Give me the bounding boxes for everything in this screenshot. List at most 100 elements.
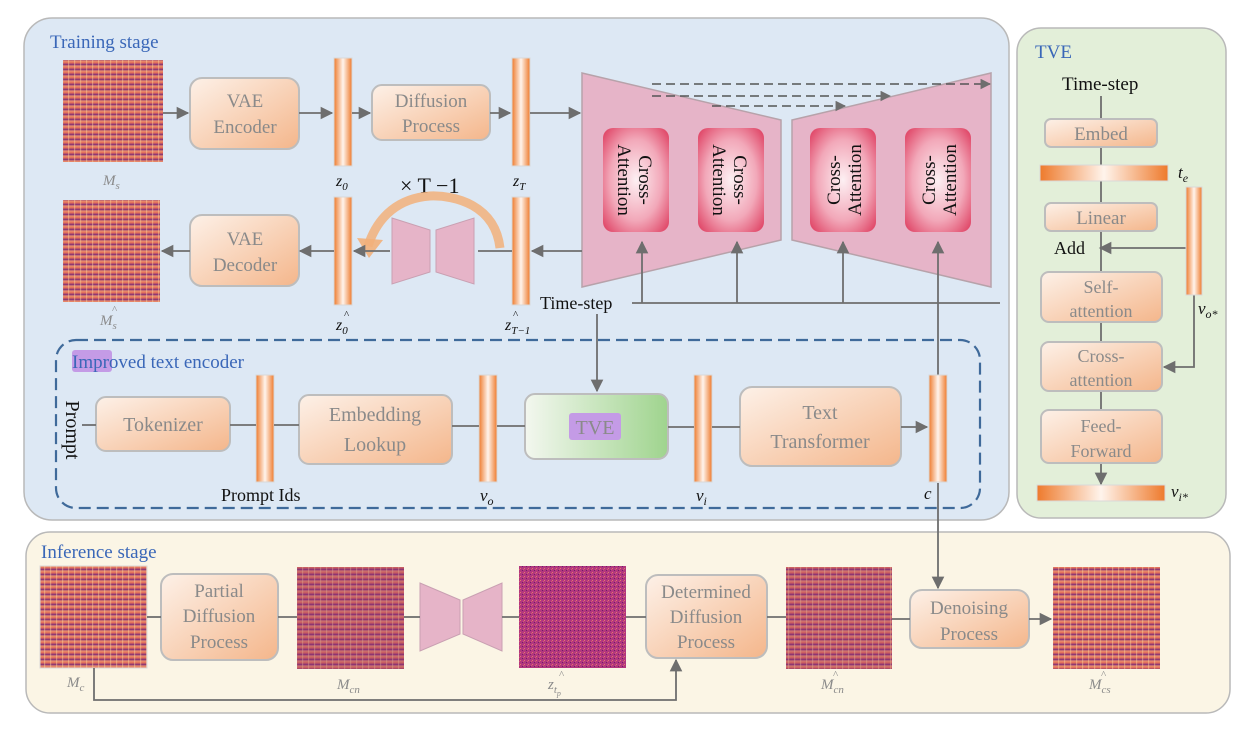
unet-encoder-half [581,72,782,288]
vo-star-label: vo* [1198,299,1218,321]
tve-self-attention-box [1040,271,1163,323]
inference-arrows [93,483,1053,701]
cross-attention-block-4 [905,128,971,232]
tve-feed-forward-line-1: Feed- [1081,416,1122,436]
svg-text:Attention: Attention [613,144,634,216]
tve-cross-attention-box [1040,341,1163,392]
z0-hat-mark: ^ [344,309,350,321]
svg-text:Cross-: Cross- [729,155,750,205]
ms-hat-spectrogram [63,200,160,302]
tve-add-label: Add [1054,238,1085,258]
mcn-hat-noise-overlay [786,567,892,669]
improved-text-encoder-title: Improved text encoder [72,352,245,373]
cross-attention-block-3 [810,128,876,232]
ztp-hat-mark: ^ [559,669,565,681]
cross-attention-label-2: Cross- Attention [708,144,750,216]
timestep-label: Time-step [540,293,612,313]
cross-attention-label-4: Cross- Attention [919,144,961,216]
mcn-hat-label: Mcn [820,677,844,696]
te-label: te [1178,163,1189,185]
ms-spectrogram [63,60,163,162]
vae-encoder-line-1: VAE [227,91,264,112]
cross-attention-label-3: Cross- Attention [824,144,866,216]
ms-hat-mark: ^ [112,304,118,316]
ztp-label: ztp [547,677,561,698]
inference-unet-right [462,582,503,652]
vi-star-bar [1036,484,1166,502]
mcn-label: Mcn [336,677,360,696]
mcs-hat-spectrogram [1053,567,1160,669]
z0-hat-label: z0 [335,317,348,337]
text-transformer-box [739,386,902,467]
tve-embed-label: Embed [1074,124,1128,145]
vae-encoder-line-2: Encoder [213,117,277,138]
ztp-noise-image [519,566,626,668]
denoising-process-line-2: Process [940,624,998,645]
tve-title: TVE [1035,42,1072,63]
c-bar [928,374,948,483]
svg-text:Cross-: Cross- [919,155,940,205]
cross-attention-block-2 [698,128,764,232]
svg-text:Prompt: Prompt [61,401,83,460]
tve-feed-forward-box [1040,409,1163,464]
svg-text:Attention: Attention [940,144,961,216]
tve-timestep-label: Time-step [1062,74,1138,95]
mcn-spectrogram [297,567,404,669]
tve-linear-box [1044,202,1158,232]
cross-attention-block-1 [603,128,669,232]
prompt-ids-label: Prompt Ids [221,485,301,505]
mcn-noise-overlay [297,567,404,669]
vi-label: vi [696,486,707,508]
vi-star-label: vi* [1171,482,1188,504]
zT-1-mark: ^ [513,309,519,321]
tve-self-attention-line-1: Self- [1084,277,1119,297]
zT-latent-bar [511,57,531,167]
determined-diffusion-line-1: Determined [661,582,751,603]
svg-text:Attention: Attention [845,144,866,216]
improved-text-encoder-frame [54,338,982,510]
vi-bar [693,374,713,483]
determined-diffusion-line-3: Process [677,632,735,653]
vae-decoder-line-2: Decoder [213,255,278,276]
embedding-lookup-line-2: Lookup [344,434,406,456]
tve-cross-attention-line-1: Cross- [1077,346,1124,366]
inference-unet-left [419,582,461,652]
inference-stage-title: Inference stage [41,542,157,563]
cross-attention-label-1: Cross- Attention [613,144,655,216]
vae-encoder-box [189,77,300,150]
encoder-title-highlight [72,350,112,372]
partial-diffusion-line-3: Process [190,632,248,653]
mc-spectrogram [39,565,148,669]
denoising-process-line-1: Denoising [930,598,1009,619]
z0-label: z0 [335,173,348,193]
tve-feed-forward-line-2: Forward [1071,441,1132,461]
mini-unet-right [435,217,475,285]
prompt-label: Prompt [61,401,83,460]
loop-arrow-head [357,238,383,258]
tve-module-label: TVE [576,417,615,439]
z0-latent-bar [333,57,353,167]
c-label: c [924,484,932,503]
training-arrows [160,106,1000,393]
embedding-lookup-line-1: Embedding [329,404,421,426]
vo-bar [478,374,498,483]
mcs-hat-label: Mcs [1088,677,1111,696]
unet-decoder-half [791,72,992,288]
tve-self-attention-line-2: attention [1070,301,1133,321]
mcn-hat-mark: ^ [833,669,839,681]
prompt-ids-bar [255,374,275,483]
tve-cross-attention-line-2: attention [1070,370,1133,390]
zT-1-latent-bar [511,196,531,306]
vo-label: vo [480,486,494,508]
training-stage-title: Training stage [50,32,159,53]
ms-hat-label: Ms [99,313,117,332]
svg-text:Attention: Attention [708,144,729,216]
partial-diffusion-line-2: Diffusion [183,606,256,627]
mc-label: Mc [66,675,85,694]
determined-diffusion-line-2: Diffusion [670,607,743,628]
diffusion-process-line-2: Process [402,116,460,137]
tokenizer-label: Tokenizer [123,414,203,436]
tve-label-highlight [569,413,621,440]
zT-label: zT [512,173,526,193]
